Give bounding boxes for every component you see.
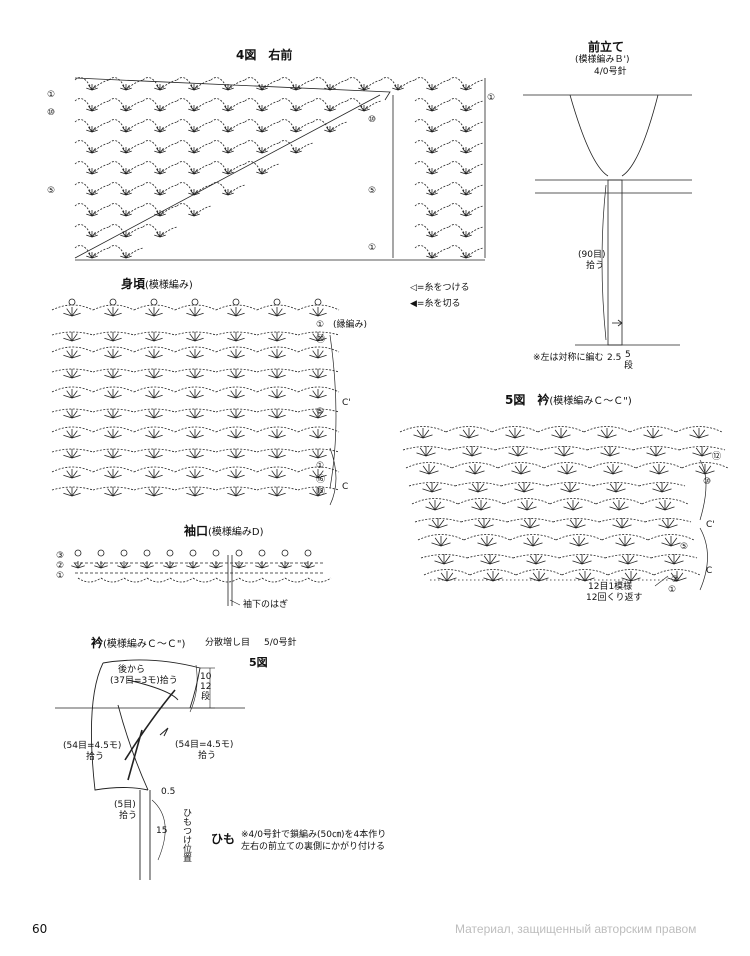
body-row-1b: ① (316, 461, 325, 471)
legend-attach: ◁=糸をつける (410, 283, 470, 293)
fig5-row-5: ⑤ (680, 542, 689, 552)
front-band-pickup-word: 拾う (586, 261, 605, 271)
body-edge-note: (縁編み) (333, 320, 368, 330)
cut-arrow-icon: ◀ (410, 299, 417, 309)
fig4-row-5-mid: ⑤ (368, 186, 377, 196)
cuff-row-1: ① (56, 571, 65, 581)
front-band-needle: 4/0号針 (594, 67, 627, 77)
body-c-prime: C' (342, 398, 351, 408)
fig4-row-1-right: ① (487, 93, 496, 103)
collar-right-count: (54目=4.5モ) (175, 740, 234, 750)
collar-bottom-pick: 拾う (119, 811, 138, 821)
collar-needle: 5/0号針 (264, 638, 297, 648)
body-title: 身頃(模様編み) (121, 277, 193, 291)
fig5-row-2: ② (671, 575, 680, 585)
collar-increase: 分散増し目 (205, 638, 251, 648)
legend-cut: ◀=糸を切る (410, 299, 461, 309)
fig4-row-10-left: ⑩ (47, 108, 56, 118)
page-number: 60 (32, 922, 48, 936)
fig4-title: 4図 右前 (236, 48, 293, 62)
front-band-note: ※左は対称に編む (533, 353, 604, 363)
front-band-pickup: (90目) (578, 250, 606, 260)
cuff-row-3: ③ (56, 551, 65, 561)
tie-note-1: ※4/0号針で鎖編み(50㎝)を4本作り (241, 830, 387, 840)
fig4-row-5-left: ⑤ (47, 186, 56, 196)
collar-right-pick: 拾う (198, 751, 217, 761)
fig5-row-12: ⑫ (712, 452, 722, 462)
collar-depth-num: 10 (200, 672, 212, 682)
collar-tie-position: ひもつけ位置 (181, 808, 191, 862)
front-band-width: 2.5 (607, 353, 622, 363)
fig5-row-1: ① (668, 585, 677, 595)
fig4-row-1-mid: ① (368, 243, 377, 253)
collar-depth-unit: 段 (201, 692, 211, 702)
fig5-row-10: ⑩ (703, 477, 712, 487)
fig4-row-10-mid: ⑩ (368, 115, 377, 125)
cuff-title: 袖口(模様編みD) (184, 524, 264, 538)
front-band-rows-num: 5 (625, 350, 631, 360)
fig5-c-prime: C' (706, 520, 715, 530)
collar-dim-05: 0.5 (161, 787, 176, 797)
front-band-subtitle: (模様編みＢ') (575, 55, 630, 65)
fig5-title: 5図 衿(模様編みＣ～Ｃ") (505, 393, 632, 407)
collar-left-pick: 拾う (86, 752, 105, 762)
tie-note-2: 左右の前立ての裏側にかがり付ける (241, 842, 386, 852)
body-row-16: ⑯ (316, 475, 326, 485)
collar-back-from: 後から (118, 665, 146, 675)
collar-fig-ref: 5図 (249, 656, 268, 669)
collar-back-count: (37目=3モ)拾う (110, 676, 178, 686)
fig5-c: C (706, 566, 713, 576)
body-row-20: ⑳ (316, 335, 326, 345)
collar-bottom-count: (5目) (114, 800, 136, 810)
body-row-15: ⑮ (316, 487, 326, 497)
tie-title: ひも (211, 832, 236, 846)
collar-left-count: (54目=4.5モ) (63, 741, 122, 751)
cuff-row-2: ② (56, 561, 65, 571)
front-band-rows-unit: 段 (624, 361, 634, 371)
front-band-title: 前立て (588, 40, 625, 54)
collar-dim-15: 15 (156, 826, 168, 836)
cuff-seam-note: 袖下のはぎ (243, 600, 289, 610)
body-row-1: ① (316, 320, 325, 330)
collar-title: 衿(模様編みＣ～Ｃ") (91, 636, 186, 650)
fig5-repeat-1: 12目1模様 (588, 582, 633, 592)
body-row-5: ⑤ (316, 407, 325, 417)
watermark: Материал, защищенный авторским правом (455, 922, 697, 936)
attach-arrow-icon: ◁ (410, 283, 417, 293)
fig5-repeat-2: 12回くり返す (586, 593, 643, 603)
fig4-row-1-left: ① (47, 90, 56, 100)
collar-depth-rows: 12 (200, 682, 212, 692)
body-c: C (342, 482, 349, 492)
